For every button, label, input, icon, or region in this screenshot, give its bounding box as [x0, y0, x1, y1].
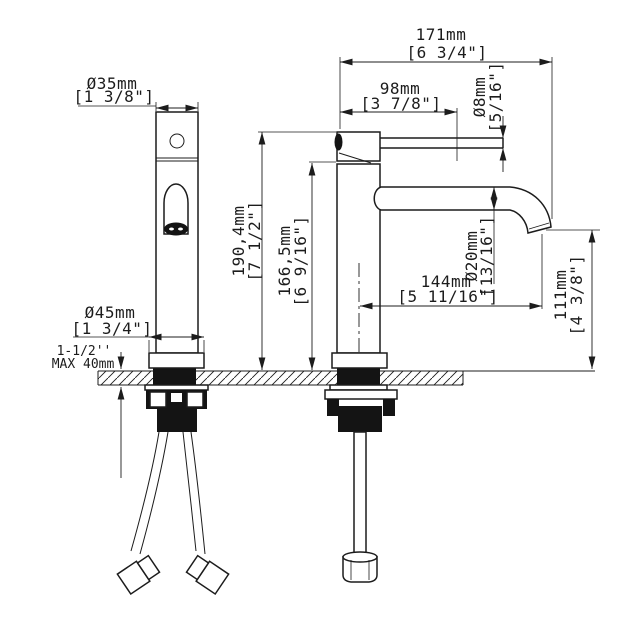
- dim-label-mm: Ø20mm: [462, 231, 481, 282]
- front-view: [116, 111, 230, 596]
- right-connector-tip: [185, 554, 210, 581]
- side-mounting-bracket: [324, 389, 398, 400]
- front-locknut-face-left: [149, 391, 167, 408]
- dim-label-inch: [13/16"]: [477, 215, 496, 296]
- side-threaded-block: [338, 406, 382, 432]
- dim-label-inch: [1 3/8"]: [73, 87, 154, 106]
- dim-deck-thickness: 1-1/2'' MAX 40mm: [52, 344, 125, 478]
- dim-spout-diameter: Ø20mm [13/16"]: [462, 187, 498, 297]
- dim-overall-length: 171mm [6 3/4"]: [339, 25, 553, 219]
- dim-label-inch: [6 3/4"]: [406, 43, 487, 62]
- dim-label-mm: 98mm: [380, 79, 421, 98]
- front-aerator-dot1: [169, 227, 174, 231]
- dim-label-mm: Ø8mm: [470, 77, 489, 118]
- dim-label-inch: [5 11/16"]: [397, 287, 498, 306]
- side-bracket-tab-left: [327, 399, 339, 416]
- dim-label-inch: [4 3/8"]: [567, 254, 586, 335]
- dim-label-mm: 171mm: [416, 25, 467, 44]
- dim-label-line1: 1-1/2'': [57, 344, 112, 359]
- front-shank-threads: [153, 368, 196, 385]
- front-set-screw: [169, 133, 185, 149]
- dim-total-height: 190,4mm [7 1/2"]: [229, 131, 336, 370]
- front-base-flange: [148, 352, 205, 369]
- dim-base-diameter: Ø45mm [1 3/4"]: [71, 303, 205, 352]
- front-aerator: [164, 222, 188, 236]
- front-washer: [144, 384, 209, 391]
- dim-label-mm: Ø45mm: [85, 303, 136, 322]
- left-hose-inner: [139, 431, 169, 555]
- dim-label-mm: 144mm: [421, 272, 472, 291]
- right-hose-inner: [182, 431, 197, 552]
- dim-spout-height: 111mm [4 3/8"]: [546, 229, 600, 369]
- dim-label-mm: 166,5mm: [275, 226, 294, 297]
- side-spout: [373, 186, 552, 234]
- right-hose-connector: [185, 554, 230, 596]
- spout-outlet-face: [528, 222, 550, 230]
- dim-label-inch: [1 3/4"]: [71, 319, 152, 338]
- left-connector-tip: [136, 554, 161, 581]
- side-cap: [336, 131, 381, 162]
- dim-label-inch: [3 7/8"]: [360, 94, 441, 113]
- dim-label-inch: [6 9/16"]: [291, 215, 310, 306]
- dim-label-mm: Ø35mm: [87, 74, 138, 93]
- side-hex-nut-top: [342, 551, 378, 563]
- side-shank-threads: [337, 368, 380, 385]
- dim-label-mm: 111mm: [551, 270, 570, 321]
- right-hose-outer: [190, 431, 206, 555]
- dim-label-line2: MAX 40mm: [52, 357, 115, 372]
- left-hose-connector: [116, 554, 161, 596]
- side-base-flange: [331, 352, 388, 369]
- dim-label-inch: [5/16"]: [486, 62, 505, 133]
- front-locknut-center: [171, 393, 182, 402]
- dim-label-inch: [7 1/2"]: [245, 200, 264, 281]
- side-hex-nut-body: [342, 556, 378, 583]
- side-view: [324, 131, 552, 583]
- front-locknut-face-right: [186, 391, 204, 408]
- dim-handle-reach: 98mm [3 7/8"]: [340, 79, 458, 161]
- dim-spout-reach: 144mm [5 11/16"]: [360, 234, 543, 310]
- side-body: [336, 163, 381, 354]
- front-aerator-dot2: [178, 227, 183, 231]
- left-hose-outer: [130, 431, 160, 552]
- dim-label-mm: 190,4mm: [229, 206, 248, 277]
- dim-cap-diameter: Ø35mm [1 3/8"]: [73, 74, 199, 112]
- dim-handle-diameter: Ø8mm [5/16"]: [470, 62, 507, 172]
- side-lever-edge: [338, 152, 372, 164]
- countertop-hatch: [98, 371, 463, 385]
- front-spout-outline: [163, 183, 189, 235]
- side-bracket-tab-right: [383, 399, 395, 416]
- front-hose-block: [157, 409, 197, 432]
- side-threaded-rod: [353, 431, 367, 557]
- side-handle-pivot: [334, 133, 343, 151]
- dim-body-height: 166,5mm [6 9/16"]: [275, 161, 336, 370]
